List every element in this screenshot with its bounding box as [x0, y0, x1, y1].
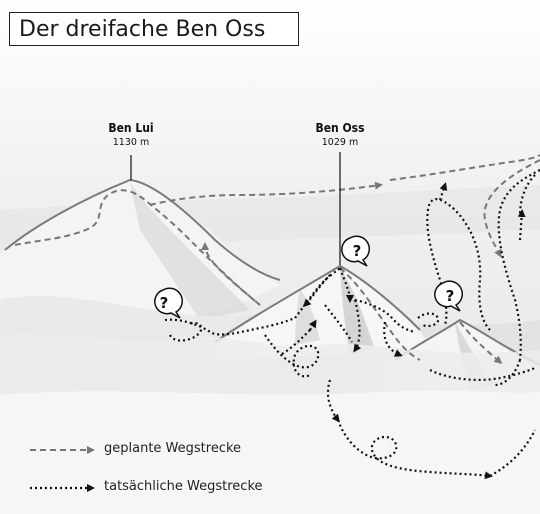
peak-height: 1029 m	[321, 137, 359, 148]
mountain-ben-lui	[0, 178, 281, 345]
peak-pointers	[130, 152, 341, 265]
question-mark-2: ?	[353, 242, 362, 260]
question-bubble-2	[341, 235, 370, 267]
peak-name: Ben Oss	[315, 121, 365, 135]
legend-actual-label: tatsächliche Wegstrecke	[104, 479, 263, 494]
peak-height: 1130 m	[112, 137, 150, 148]
planned-route	[14, 154, 540, 364]
actual-route	[164, 169, 540, 480]
question-bubble-1	[154, 287, 183, 319]
question-bubble-3	[434, 280, 463, 312]
page-title: Der dreifache Ben Oss	[19, 16, 266, 42]
question-mark-3: ?	[446, 287, 455, 305]
title-box: Der dreifache Ben Oss	[9, 12, 299, 46]
peak-label-ben-oss: Ben Oss 1029 m	[300, 121, 380, 148]
question-bubbles	[154, 235, 463, 319]
question-mark-1: ?	[160, 294, 169, 312]
peak-label-ben-lui: Ben Lui 1130 m	[91, 121, 171, 148]
mountain-ben-oss	[214, 264, 430, 360]
legend-lines	[30, 446, 95, 492]
peak-name: Ben Lui	[108, 121, 154, 135]
legend-planned-label: geplante Wegstrecke	[104, 441, 242, 456]
